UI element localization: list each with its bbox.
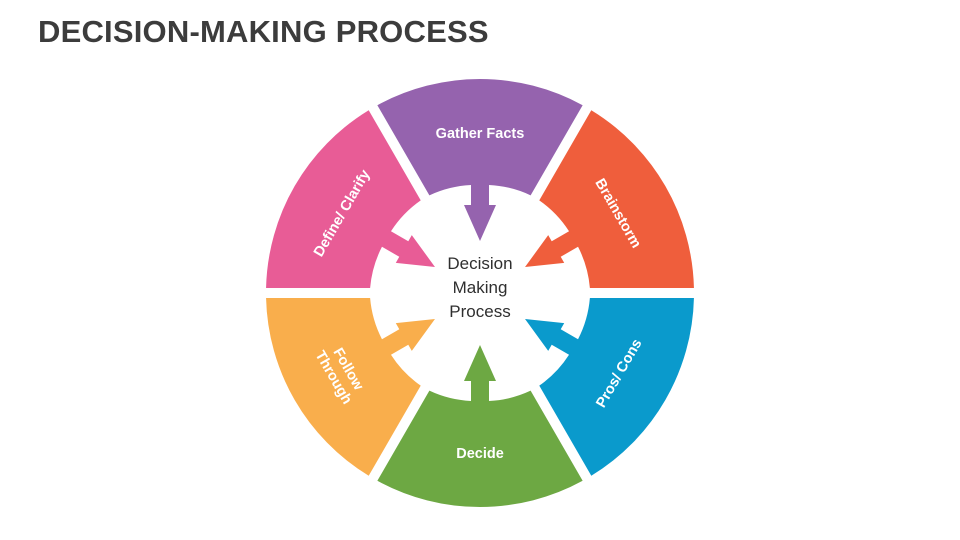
center-label-line: Process xyxy=(449,302,510,321)
center-label-line: Decision xyxy=(447,254,512,273)
segment-label-line: Decide xyxy=(456,446,504,462)
segment-label-line: Gather Facts xyxy=(436,126,525,142)
segment-gather-facts xyxy=(377,78,583,241)
segment-label-decide: Decide xyxy=(456,446,504,462)
segment-decide xyxy=(377,345,583,508)
segment-follow-through xyxy=(266,298,435,476)
segment-brainstorm xyxy=(525,110,694,288)
page-title: DECISION-MAKING PROCESS xyxy=(38,14,489,49)
segment-label-gather-facts: Gather Facts xyxy=(436,126,525,142)
segment-pros-cons xyxy=(525,298,694,476)
segment-define-clarify xyxy=(266,110,435,288)
center-label-line: Making xyxy=(453,278,508,297)
